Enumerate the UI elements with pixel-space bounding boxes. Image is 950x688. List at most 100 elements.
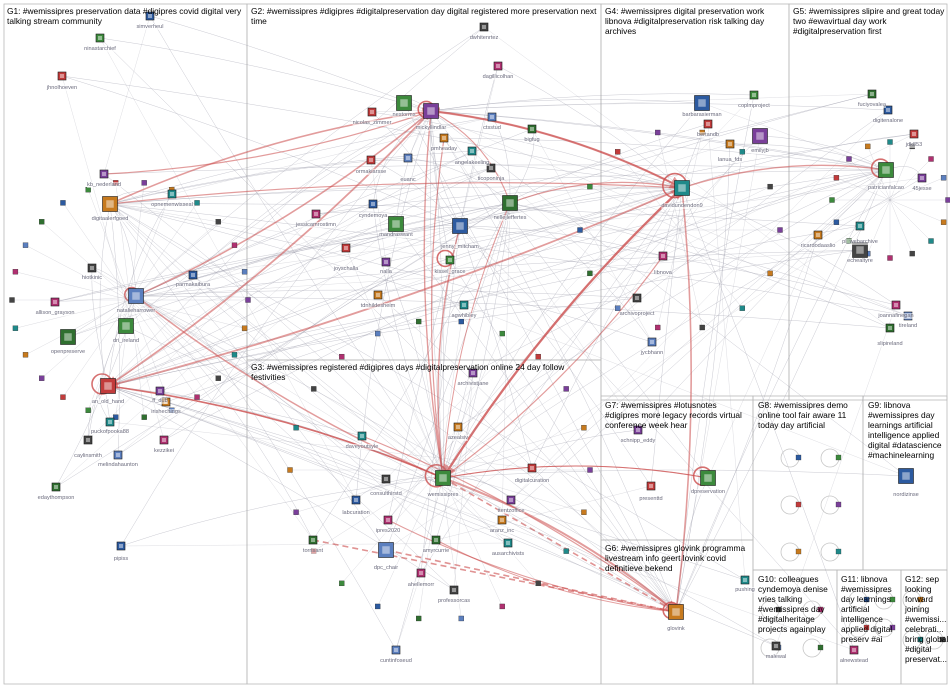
edge: [62, 202, 131, 301]
node-avatar-highlight: [490, 115, 494, 119]
node-label: irishechings: [151, 409, 181, 415]
edge: [25, 299, 131, 355]
small-node: [917, 636, 924, 643]
edge: [345, 247, 444, 479]
edge: [109, 203, 387, 551]
edge: [459, 225, 652, 487]
group-title-g6: G6: #wemissipres glovink programma lives…: [605, 543, 746, 573]
node-an_old_hand: [100, 378, 116, 394]
peripheral-node: [339, 580, 345, 587]
peripheral-node: [577, 227, 583, 233]
edge: [675, 135, 761, 613]
edge: [25, 245, 131, 301]
edge: [701, 102, 887, 171]
edge: [889, 158, 932, 201]
edge: [509, 202, 909, 317]
edge: [107, 193, 173, 387]
edge: [129, 299, 172, 411]
edge: [430, 110, 887, 171]
edge: [509, 202, 653, 343]
peripheral-node: [699, 324, 705, 331]
node-melindahaunton: [113, 450, 123, 460]
edge-strong: [135, 295, 444, 479]
peripheral-node: [287, 467, 293, 473]
node-label: libnova: [654, 270, 672, 276]
node-label: digitaalerfgoed: [91, 216, 129, 222]
node-avatar-highlight: [489, 166, 493, 170]
edge: [371, 93, 873, 113]
edge: [681, 187, 855, 651]
peripheral-node: [499, 603, 505, 610]
node-pipiss: [116, 541, 126, 551]
node-avatar-highlight: [888, 326, 892, 330]
node-avatar-icon: [145, 11, 155, 21]
node-avatar-highlight: [452, 588, 456, 592]
edge: [135, 295, 314, 541]
peripheral-node: [940, 219, 947, 225]
node-avatar-icon: [308, 535, 318, 545]
node-avatar-icon: [311, 209, 321, 219]
edge: [589, 186, 681, 231]
node-label: coplmproject: [738, 103, 770, 109]
node-presenttd: [646, 481, 656, 491]
edge: [531, 187, 683, 469]
node-label: agwhibley: [451, 313, 477, 319]
edge: [107, 385, 363, 437]
edge: [679, 229, 771, 274]
node-label: alnewstead: [839, 658, 869, 664]
edge: [889, 199, 944, 223]
node-avatar-icon: [423, 103, 439, 119]
node-avatar-highlight: [661, 254, 665, 258]
node-avatar-icon: [752, 128, 768, 144]
peripheral-node: [535, 353, 541, 360]
node-label: ff_dub: [152, 398, 168, 404]
edge: [681, 187, 897, 306]
edge: [510, 109, 889, 501]
node-avatar-highlight: [53, 300, 57, 304]
edge: [103, 173, 444, 479]
group-frame-g4: [600, 3, 790, 401]
node-avatar-highlight: [636, 428, 640, 432]
edge: [312, 202, 511, 541]
edge: [109, 203, 451, 261]
node-opnemenwisseal: [167, 189, 177, 199]
edge: [442, 477, 677, 613]
edge: [109, 203, 397, 651]
peripheral-node: [928, 238, 934, 244]
node-avatar-highlight: [882, 166, 890, 174]
node-avatar-highlight: [743, 578, 747, 582]
edge: [836, 177, 891, 201]
edge: [430, 103, 889, 112]
node-label: ticoponinja: [477, 176, 505, 182]
edge-strong: [430, 107, 683, 189]
edge: [459, 65, 499, 227]
node-avatar-icon: [50, 297, 60, 307]
edge: [497, 65, 683, 189]
node-label: dwhitenrtez: [469, 35, 499, 41]
node-dagillicolhan: [493, 61, 503, 71]
edge-strong: [109, 107, 432, 205]
peripheral-node: [60, 394, 66, 400]
node-avatar-icon: [855, 221, 865, 231]
node-label: joyschalla: [333, 266, 359, 272]
node-avatar-icon: [439, 133, 449, 143]
node-allison_grayson: [50, 297, 60, 307]
node-avatar-icon: [503, 538, 513, 548]
peripheral-node: [60, 200, 66, 206]
node-label: pl_webarchive: [842, 239, 878, 245]
edge: [675, 234, 819, 613]
edge: [192, 274, 444, 479]
node-avatar-highlight: [419, 571, 423, 575]
node-label: ttentzoffice: [497, 508, 525, 514]
edge: [867, 199, 891, 254]
node-avatar-icon: [883, 105, 893, 115]
node-label: ormakiarsse: [355, 169, 387, 175]
node-avatar-highlight: [752, 93, 756, 97]
node-joyschalla: [341, 243, 351, 253]
node-avatar-icon: [445, 255, 455, 265]
edge: [442, 429, 639, 479]
node-label: daveyoutsyle: [345, 444, 379, 450]
node-avatar-icon: [102, 196, 118, 212]
edge: [617, 151, 681, 231]
edge: [135, 295, 314, 541]
